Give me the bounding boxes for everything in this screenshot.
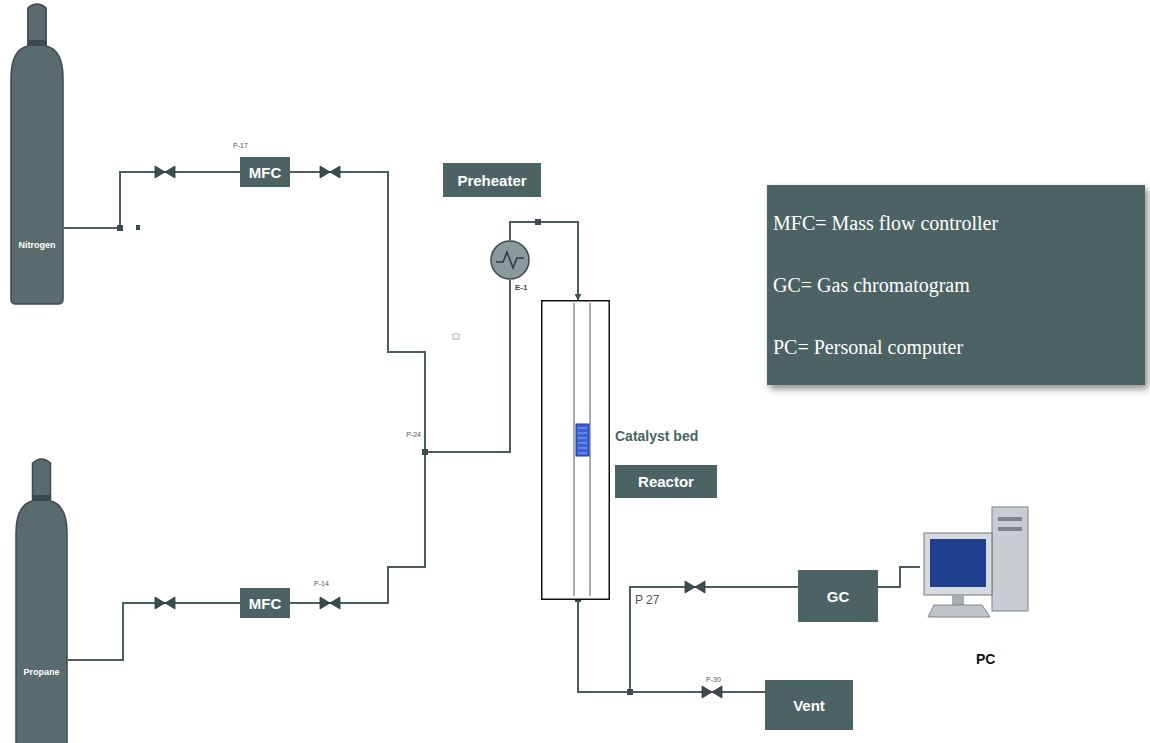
junction-dot: [535, 219, 541, 225]
junction-dot: [117, 225, 123, 231]
cylinder-collar: [28, 40, 46, 46]
cylinder-collar: [32, 495, 50, 501]
gas-cylinder: Nitrogen: [10, 0, 64, 305]
reactor-vessel: Catalyst bed: [541, 300, 610, 600]
pipe-tag: P-24: [405, 431, 422, 438]
pc-screen: [930, 539, 986, 587]
pc-keyboard: [928, 605, 990, 617]
box-label: Preheater: [457, 172, 526, 189]
box-label: MFC: [249, 164, 282, 181]
abbreviation-panel: MFC= Mass flow controllerGC= Gas chromat…: [767, 185, 1145, 385]
gas-cylinder: Propane: [15, 455, 68, 743]
pipe-line: [578, 600, 765, 692]
pipe-tag: P-30: [705, 676, 722, 683]
junction-dot: [627, 689, 633, 695]
legend-line: MFC= Mass flow controller: [773, 192, 1145, 254]
pipe-line: [878, 567, 920, 587]
box-label: MFC: [249, 595, 282, 612]
box-label: Reactor: [638, 473, 694, 490]
computer-icon-outline: [920, 505, 1035, 675]
vessel-wall: [542, 301, 610, 600]
mass-flow-controller: MFC: [240, 157, 290, 187]
valve-symbol: [155, 166, 175, 178]
pipe-line: [64, 172, 240, 228]
valve-symbol: [702, 686, 722, 698]
computer-icon: PC: [920, 505, 1035, 675]
box-label: Vent: [793, 697, 825, 714]
gas-cylinder-outline: [10, 0, 64, 305]
cylinder-body: [11, 4, 63, 304]
equipment-label: Reactor: [615, 465, 717, 498]
pipe-tag: P-17: [232, 142, 249, 149]
valve-symbol: [320, 166, 340, 178]
valve-symbol: [685, 581, 705, 593]
valve-symbol: [155, 597, 175, 609]
pipe-tag: P 27: [634, 594, 660, 606]
equipment-label: Preheater: [443, 163, 541, 197]
pipe-line: [578, 587, 798, 692]
gas-cylinder-outline: [15, 455, 68, 743]
pc-monitor: [924, 533, 992, 595]
pipe-line: [290, 280, 510, 603]
junction-dot: [136, 225, 140, 230]
box-label: PC: [976, 651, 995, 667]
analyzer-box: GC: [798, 570, 878, 622]
reactor-vessel-outline: [541, 300, 610, 600]
heat-exchanger: E-1: [490, 240, 530, 280]
junction-dot: [422, 449, 428, 455]
exchanger-zigzag: [496, 252, 524, 268]
small-icon: [453, 334, 459, 339]
valve-symbol: [320, 597, 340, 609]
callout-label: Catalyst bed: [615, 428, 698, 444]
catalyst-bed: [576, 424, 589, 456]
cylinder-label: Nitrogen: [10, 240, 64, 250]
inner-tube: [574, 303, 590, 596]
legend-line: PC= Personal computer: [773, 316, 1145, 378]
pipe-tag: P-14: [313, 580, 330, 587]
exchanger-shell: [491, 241, 529, 279]
pipe-line: [68, 603, 240, 660]
box-label: GC: [827, 588, 850, 605]
tag-label: E-1: [514, 284, 528, 292]
legend-line: GC= Gas chromatogram: [773, 254, 1145, 316]
pipe-line: [290, 172, 510, 452]
vent-box: Vent: [765, 680, 853, 730]
heat-exchanger-outline: [490, 240, 530, 280]
cylinder-body: [16, 459, 67, 743]
pc-tower: [992, 507, 1028, 611]
mass-flow-controller: MFC: [240, 588, 290, 618]
cylinder-label: Propane: [15, 667, 68, 677]
